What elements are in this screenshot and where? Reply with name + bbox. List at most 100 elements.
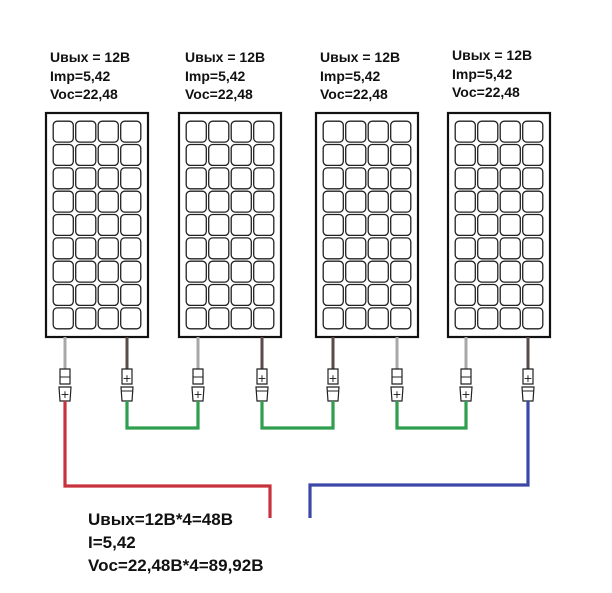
connector-socket [191, 386, 205, 402]
connector-plug [327, 368, 339, 385]
solar-cell [97, 167, 119, 190]
solar-cell [499, 260, 521, 283]
panel-lead-connector: + [459, 337, 473, 402]
series-link-2-3 [260, 401, 335, 430]
panel-4-voc: Voc=22,48 [452, 84, 520, 100]
solar-cell [75, 237, 97, 260]
solar-cell [522, 120, 544, 143]
connector-socket [326, 386, 340, 402]
series-link-1-2 [125, 401, 200, 430]
solar-cell [322, 283, 344, 307]
solar-cell [477, 307, 499, 330]
solar-cell [367, 283, 389, 307]
solar-cell [322, 120, 344, 143]
solar-cell [253, 283, 275, 307]
solar-cell [522, 213, 544, 237]
solar-cell [52, 190, 74, 213]
solar-cell [75, 307, 97, 330]
solar-cell [208, 190, 230, 213]
solar-cell [230, 167, 252, 190]
solar-cell [208, 260, 230, 283]
panel-lead-connector: + [326, 337, 340, 402]
solar-cell [253, 120, 275, 143]
solar-cell [477, 120, 499, 143]
connector-socket [459, 386, 473, 402]
solar-cell [120, 120, 142, 143]
solar-cell [390, 190, 412, 213]
solar-cell [367, 167, 389, 190]
connector-plug [522, 368, 534, 385]
solar-cell [97, 237, 119, 260]
connector-plug [121, 368, 133, 385]
solar-cell [499, 213, 521, 237]
solar-cell [52, 213, 74, 237]
solar-cell [477, 213, 499, 237]
solar-cell [367, 120, 389, 143]
solar-panel-3 [314, 111, 420, 339]
solar-cell [52, 143, 74, 167]
solar-cell [52, 260, 74, 283]
solar-cell [522, 190, 544, 213]
solar-cell [322, 213, 344, 237]
positive-symbol: + [122, 372, 131, 385]
solar-cell [522, 260, 544, 283]
solar-cell [185, 237, 207, 260]
solar-cell [52, 167, 74, 190]
solar-cell [97, 120, 119, 143]
panel-lead-connector: + [58, 337, 72, 402]
positive-output-wire [63, 401, 272, 518]
solar-cell [253, 237, 275, 260]
solar-cell [97, 283, 119, 307]
panel-lead-connector: + [521, 337, 535, 402]
solar-cell [345, 120, 367, 143]
solar-cell [454, 213, 476, 237]
solar-cell [120, 143, 142, 167]
summary-voc: Voc=22,48В*4=89,92В [88, 556, 264, 575]
solar-cell [499, 190, 521, 213]
solar-cell [345, 167, 367, 190]
solar-cell [97, 307, 119, 330]
connector-socket [521, 386, 535, 402]
solar-cell [208, 283, 230, 307]
solar-cell [52, 120, 74, 143]
solar-cell [454, 283, 476, 307]
solar-cell [345, 237, 367, 260]
connector-socket [255, 386, 269, 402]
solar-cell [367, 237, 389, 260]
panel-1-imp: Imp=5,42 [50, 67, 111, 84]
solar-cell [345, 190, 367, 213]
solar-cell [367, 307, 389, 330]
solar-cell [522, 237, 544, 260]
solar-cell [522, 143, 544, 167]
solar-cell [454, 143, 476, 167]
solar-cell [390, 143, 412, 167]
panel-3-uout: Uвых = 12В [320, 49, 401, 65]
solar-cell [52, 307, 74, 330]
solar-cell [477, 237, 499, 260]
solar-cell [390, 260, 412, 283]
solar-cell [345, 283, 367, 307]
positive-symbol: + [193, 388, 202, 401]
connector-socket [58, 386, 72, 402]
solar-cell [253, 260, 275, 283]
solar-cell [185, 190, 207, 213]
solar-cell [454, 120, 476, 143]
panel-2-label: Uвых = 12В Imp=5,42 Voc=22,48 [185, 48, 265, 104]
solar-cell [185, 143, 207, 167]
solar-cell [390, 307, 412, 330]
panel-lead-connector: + [120, 337, 134, 402]
solar-cell [208, 120, 230, 143]
solar-cell [208, 213, 230, 237]
solar-cell [367, 190, 389, 213]
solar-cell [367, 260, 389, 283]
solar-cell [499, 143, 521, 167]
solar-cell [477, 167, 499, 190]
solar-cell [120, 283, 142, 307]
solar-cell [454, 190, 476, 213]
solar-cell [390, 237, 412, 260]
solar-cell [390, 120, 412, 143]
positive-symbol: + [257, 372, 266, 385]
solar-cell [367, 143, 389, 167]
panel-4-imp: Imp=5,42 [452, 65, 513, 82]
